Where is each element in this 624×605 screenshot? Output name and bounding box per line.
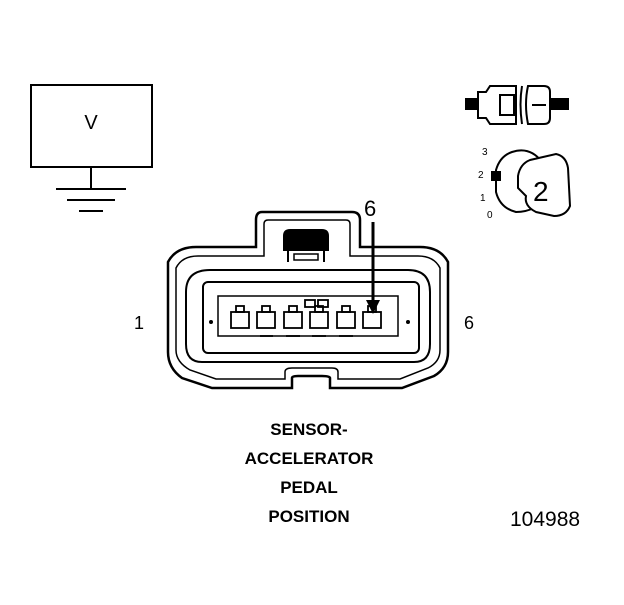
rotary-knob-icon [491, 149, 572, 218]
title-line-4: POSITION [268, 507, 350, 526]
terminal-4 [309, 305, 329, 337]
title-line-1: SENSOR- [270, 420, 348, 439]
component-box-label: V [84, 112, 98, 134]
terminal-1 [230, 305, 250, 329]
switch-position-1: 1 [480, 193, 486, 204]
latch-icon [283, 229, 329, 262]
switch-position-2: 2 [478, 170, 484, 181]
switch-position-3: 3 [482, 147, 488, 158]
ground-symbol-icon [56, 167, 126, 212]
part-number: 104988 [510, 508, 581, 531]
terminal-5 [336, 305, 356, 337]
mounting-dots [209, 320, 410, 324]
connector-outline [166, 210, 450, 390]
switch-position-0: 0 [487, 210, 493, 221]
title-line-2: ACCELERATOR [244, 449, 374, 468]
connector-side-view-icon [465, 85, 569, 125]
terminal-cavities [230, 299, 382, 337]
terminal-2 [256, 305, 276, 337]
pin-6-label: 6 [464, 313, 475, 333]
title-line-3: PEDAL [280, 478, 338, 497]
pin-1-label: 1 [134, 313, 145, 333]
knob-position-label: 2 [533, 176, 549, 207]
terminal-3 [283, 305, 303, 337]
pin-6-arrow-icon [366, 222, 380, 314]
pin-marker-label: 6 [364, 196, 377, 221]
